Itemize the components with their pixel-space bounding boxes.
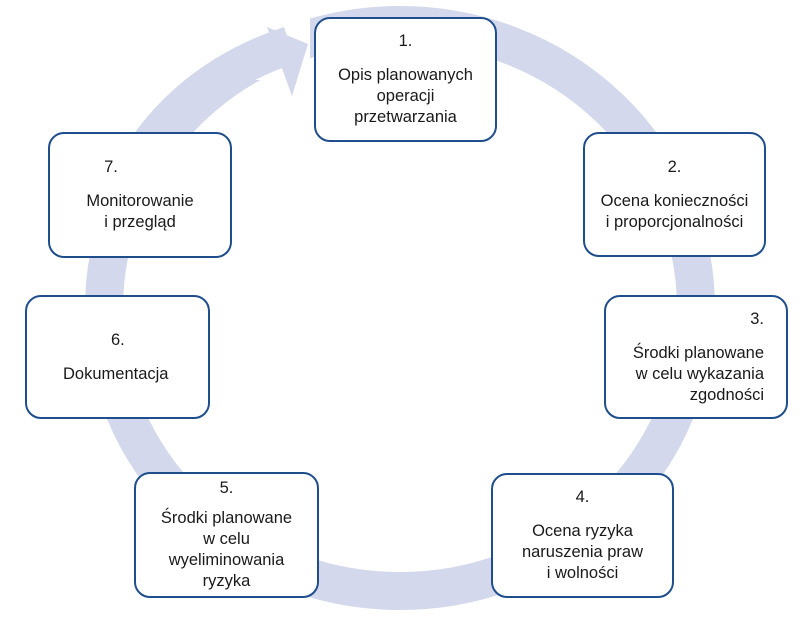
- step-1-line-2: operacji: [376, 87, 435, 105]
- step-5-number: 5.: [219, 479, 234, 497]
- step-2-box: 2. Ocena konieczności i proporcjonalnośc…: [583, 132, 766, 257]
- step-5-box: 5. Środki planowane w celu wyeliminowani…: [134, 472, 319, 598]
- step-1-box: 1. Opis planowanych operacji przetwarzan…: [314, 17, 497, 142]
- step-2-line-1: Ocena konieczności: [600, 191, 749, 210]
- step-5-line-3: wyeliminowania: [168, 551, 285, 569]
- step-1-number: 1.: [398, 32, 413, 50]
- step-5-line-2: w celu: [203, 530, 250, 548]
- step-4-box: 4. Ocena ryzyka naruszenia praw i wolnoś…: [491, 473, 674, 598]
- step-6-number: 6.: [111, 330, 125, 349]
- step-2-line-2: i proporcjonalności: [605, 212, 744, 231]
- step-3-line-1: Środki planowane: [632, 343, 764, 362]
- cycle-arrow-head: [267, 27, 308, 96]
- step-4-number: 4.: [575, 488, 590, 506]
- step-1-line-3: przetwarzania: [354, 108, 457, 126]
- step-4-line-2: naruszenia praw: [521, 543, 644, 561]
- step-5-line-4: ryzyka: [202, 572, 251, 590]
- step-7-line-2: i przegląd: [104, 213, 176, 231]
- step-7-line-1: Monitorowanie: [86, 192, 194, 210]
- step-4-line-1: Ocena ryzyka: [532, 522, 633, 540]
- step-3-number: 3.: [750, 309, 764, 328]
- step-3-line-2: w celu wykazania: [635, 364, 764, 383]
- step-7-box: 7. Monitorowanie i przegląd: [48, 132, 232, 258]
- step-7-number: 7.: [104, 158, 118, 176]
- step-1-line-1: Opis planowanych: [338, 66, 473, 84]
- step-3-box: 3. Środki planowane w celu wykazania zgo…: [604, 295, 788, 419]
- step-2-number: 2.: [667, 157, 682, 176]
- step-6-line-1: Dokumentacja: [63, 364, 169, 383]
- step-6-box: 6. Dokumentacja: [25, 295, 210, 419]
- step-3-line-3: zgodności: [689, 385, 764, 404]
- step-4-line-3: i wolności: [546, 564, 619, 582]
- step-5-line-1: Środki planowane: [160, 509, 293, 527]
